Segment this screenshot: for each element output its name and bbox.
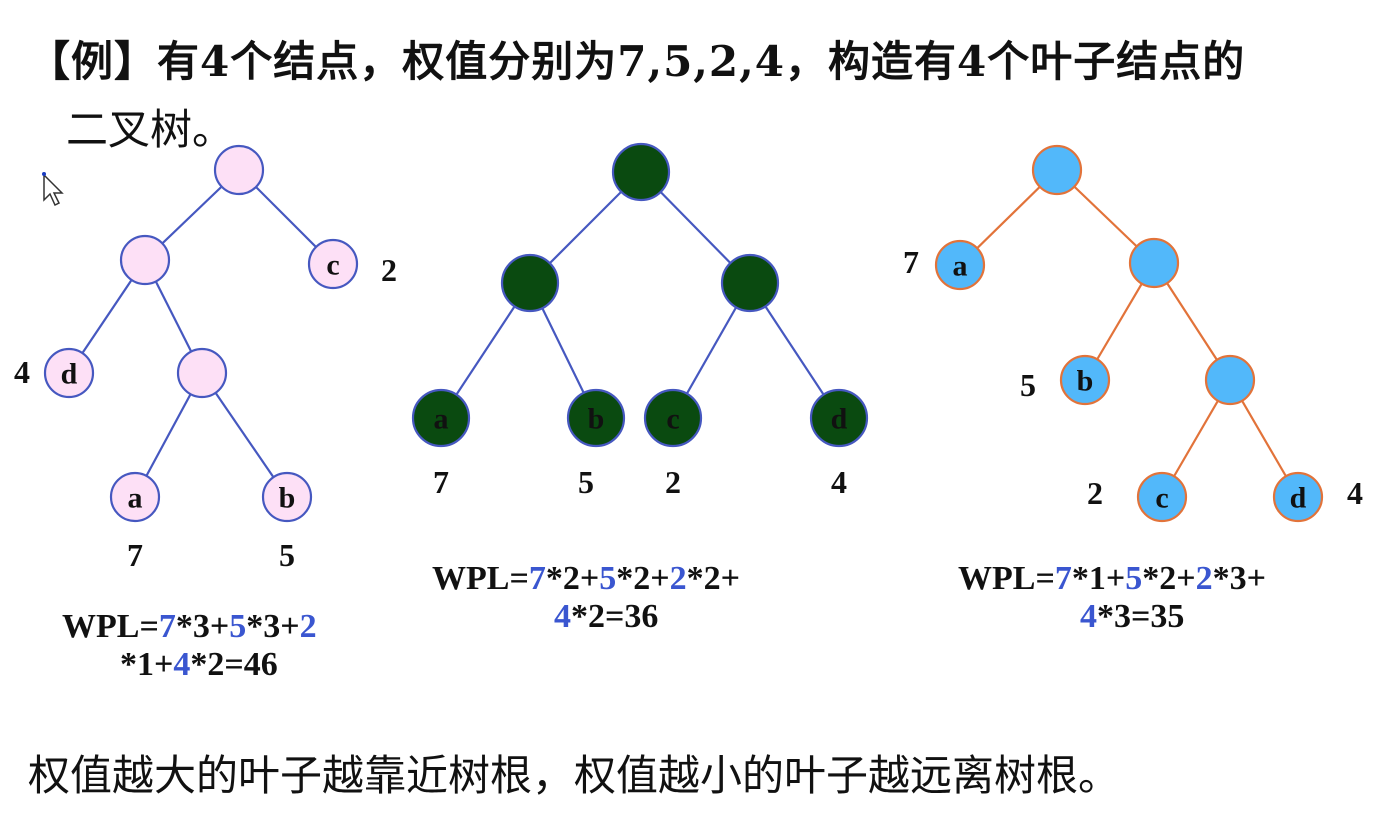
leaf-weight-label: 2	[1087, 475, 1103, 511]
leaf-weight-label: 5	[279, 537, 295, 573]
wpl-formula-tree-3: WPL=7*1+5*2+2*3+4*3=35	[958, 560, 1266, 636]
leaf-node-label: c	[666, 403, 679, 436]
leaf-weight-label: 7	[903, 244, 919, 280]
formula-text: *1+	[120, 646, 174, 683]
formula-line: WPL=7*2+5*2+2*2+	[432, 560, 740, 598]
leaf-node	[566, 388, 626, 448]
formula-weight: 2	[669, 560, 687, 597]
leaf-node-label: a	[434, 403, 449, 436]
formula-line: WPL=7*1+5*2+2*3+	[958, 560, 1266, 598]
leaf-node	[1136, 471, 1188, 523]
formula-text: WPL=	[62, 608, 159, 645]
formula-weight: 5	[229, 608, 247, 645]
formula-weight: 4	[173, 646, 191, 683]
formula-text: *2=36	[571, 598, 659, 635]
internal-node	[1204, 354, 1256, 406]
internal-node	[500, 253, 560, 313]
formula-text: *2+	[686, 560, 740, 597]
leaf-node-label: c	[326, 249, 339, 282]
formula-weight: 4	[1080, 598, 1097, 635]
internal-node	[213, 144, 265, 196]
formula-text: WPL=	[958, 560, 1055, 597]
leaf-node	[261, 471, 313, 523]
formula-text: *3+	[246, 608, 300, 645]
title-line-2: 二叉树。	[66, 105, 235, 154]
formula-text: *1+	[1071, 560, 1126, 597]
formula-text: WPL=	[432, 560, 529, 597]
leaf-node	[643, 388, 703, 448]
internal-node	[1128, 237, 1180, 289]
formula-weight: 5	[1125, 560, 1143, 597]
leaf-node	[43, 347, 95, 399]
leaf-weight-label: 2	[381, 252, 397, 288]
internal-node	[176, 347, 228, 399]
formula-line: *1+4*2=46	[62, 646, 317, 684]
internal-node	[611, 142, 671, 202]
leaf-node	[1272, 471, 1324, 523]
leaf-node-label: d	[831, 403, 848, 436]
wpl-formula-tree-2: WPL=7*2+5*2+2*2+4*2=36	[432, 560, 740, 636]
formula-line: WPL=7*3+5*3+2	[62, 608, 317, 646]
tree-3: a 7 b 5 c 2 d 4	[903, 144, 1363, 523]
leaf-node-label: b	[1077, 365, 1094, 398]
leaf-node	[1059, 354, 1111, 406]
leaf-node-label: d	[61, 358, 78, 391]
leaf-node-label: d	[1290, 482, 1307, 515]
formula-line: 4*2=36	[432, 598, 740, 636]
leaf-weight-label: 4	[14, 354, 30, 390]
leaf-node-label: a	[128, 482, 143, 515]
leaf-weight-label: 4	[831, 464, 847, 500]
leaf-weight-label: 2	[665, 464, 681, 500]
formula-text: *2+	[616, 560, 670, 597]
internal-node	[1031, 144, 1083, 196]
internal-node	[119, 234, 171, 286]
conclusion-text: 权值越大的叶子越靠近树根，权值越小的叶子越远离树根。	[28, 751, 1121, 800]
leaf-node	[809, 388, 869, 448]
leaf-weight-label: 5	[578, 464, 594, 500]
mouse-cursor-icon	[42, 172, 64, 207]
leaf-weight-label: 4	[1347, 475, 1363, 511]
formula-weight: 7	[1054, 560, 1072, 597]
leaf-weight-label: 5	[1020, 367, 1036, 403]
formula-weight: 5	[599, 560, 617, 597]
leaf-node-label: c	[1155, 482, 1168, 515]
formula-weight: 7	[528, 560, 546, 597]
leaf-weight-label: 7	[433, 464, 449, 500]
title-line-1: 【例】有4个结点，权值分别为7,5,2,4，构造有4个叶子结点的	[28, 37, 1246, 86]
formula-text: *3+	[175, 608, 230, 645]
leaf-node-label: b	[279, 482, 296, 515]
leaf-weight-label: 7	[127, 537, 143, 573]
formula-text: *2+	[545, 560, 600, 597]
formula-weight: 4	[554, 598, 571, 635]
leaf-node-label: a	[953, 250, 968, 283]
wpl-formula-tree-1: WPL=7*3+5*3+2*1+4*2=46	[62, 608, 317, 684]
formula-text: *3+	[1212, 560, 1266, 597]
formula-text: *3=35	[1097, 598, 1185, 635]
leaf-node	[109, 471, 161, 523]
leaf-node	[411, 388, 471, 448]
leaf-node	[307, 238, 359, 290]
formula-weight: 2	[1195, 560, 1213, 597]
internal-node	[720, 253, 780, 313]
tree-2: a 7 b 5 c 2 d 4	[411, 142, 869, 500]
leaf-node	[934, 239, 986, 291]
leaf-node-label: b	[588, 403, 605, 436]
formula-line: 4*3=35	[958, 598, 1266, 636]
formula-weight: 2	[299, 608, 317, 645]
formula-weight: 7	[158, 608, 176, 645]
formula-text: *2+	[1142, 560, 1196, 597]
tree-1: c 2 d4 a 7 b 5	[14, 144, 397, 573]
formula-text: *2=46	[190, 646, 278, 683]
